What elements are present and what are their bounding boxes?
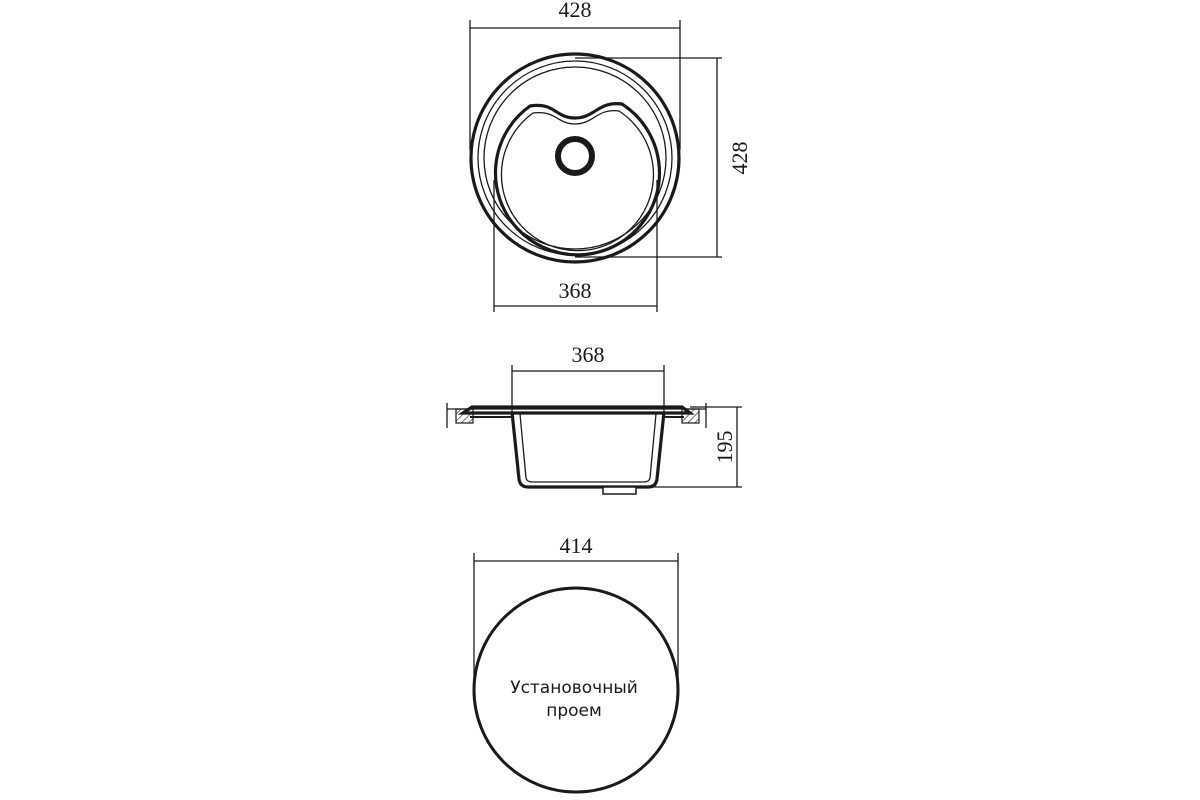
drain-hole bbox=[555, 136, 595, 176]
side-view: 368 195 bbox=[446, 342, 742, 495]
bowl-inner-outline bbox=[500, 110, 655, 252]
rim-groove bbox=[483, 66, 667, 250]
cutout-view: 414 Установочный проем bbox=[472, 533, 680, 794]
sink-rim-profile bbox=[457, 405, 695, 415]
mounting-cutout-circle bbox=[472, 586, 680, 794]
bowl-inner-wall bbox=[519, 413, 657, 483]
bowl-width-label: 368 bbox=[559, 278, 592, 303]
depth-label: 195 bbox=[712, 431, 737, 464]
cutout-caption-line1: Установочный bbox=[510, 678, 638, 698]
bowl-outline bbox=[493, 102, 662, 257]
outer-rim bbox=[469, 52, 681, 264]
countertop-right-section bbox=[681, 408, 700, 424]
side-width-label: 368 bbox=[572, 342, 605, 367]
cutout-caption-line2: проем bbox=[546, 701, 602, 721]
overall-width-label: 428 bbox=[559, 0, 592, 22]
rim-inner-edge bbox=[477, 60, 673, 256]
top-view: 428 428 368 bbox=[469, 0, 752, 312]
overall-height-label: 428 bbox=[727, 142, 752, 175]
bowl-body-profile bbox=[510, 411, 666, 489]
cutout-diameter-label: 414 bbox=[560, 533, 593, 558]
drain-outlet bbox=[602, 486, 637, 495]
